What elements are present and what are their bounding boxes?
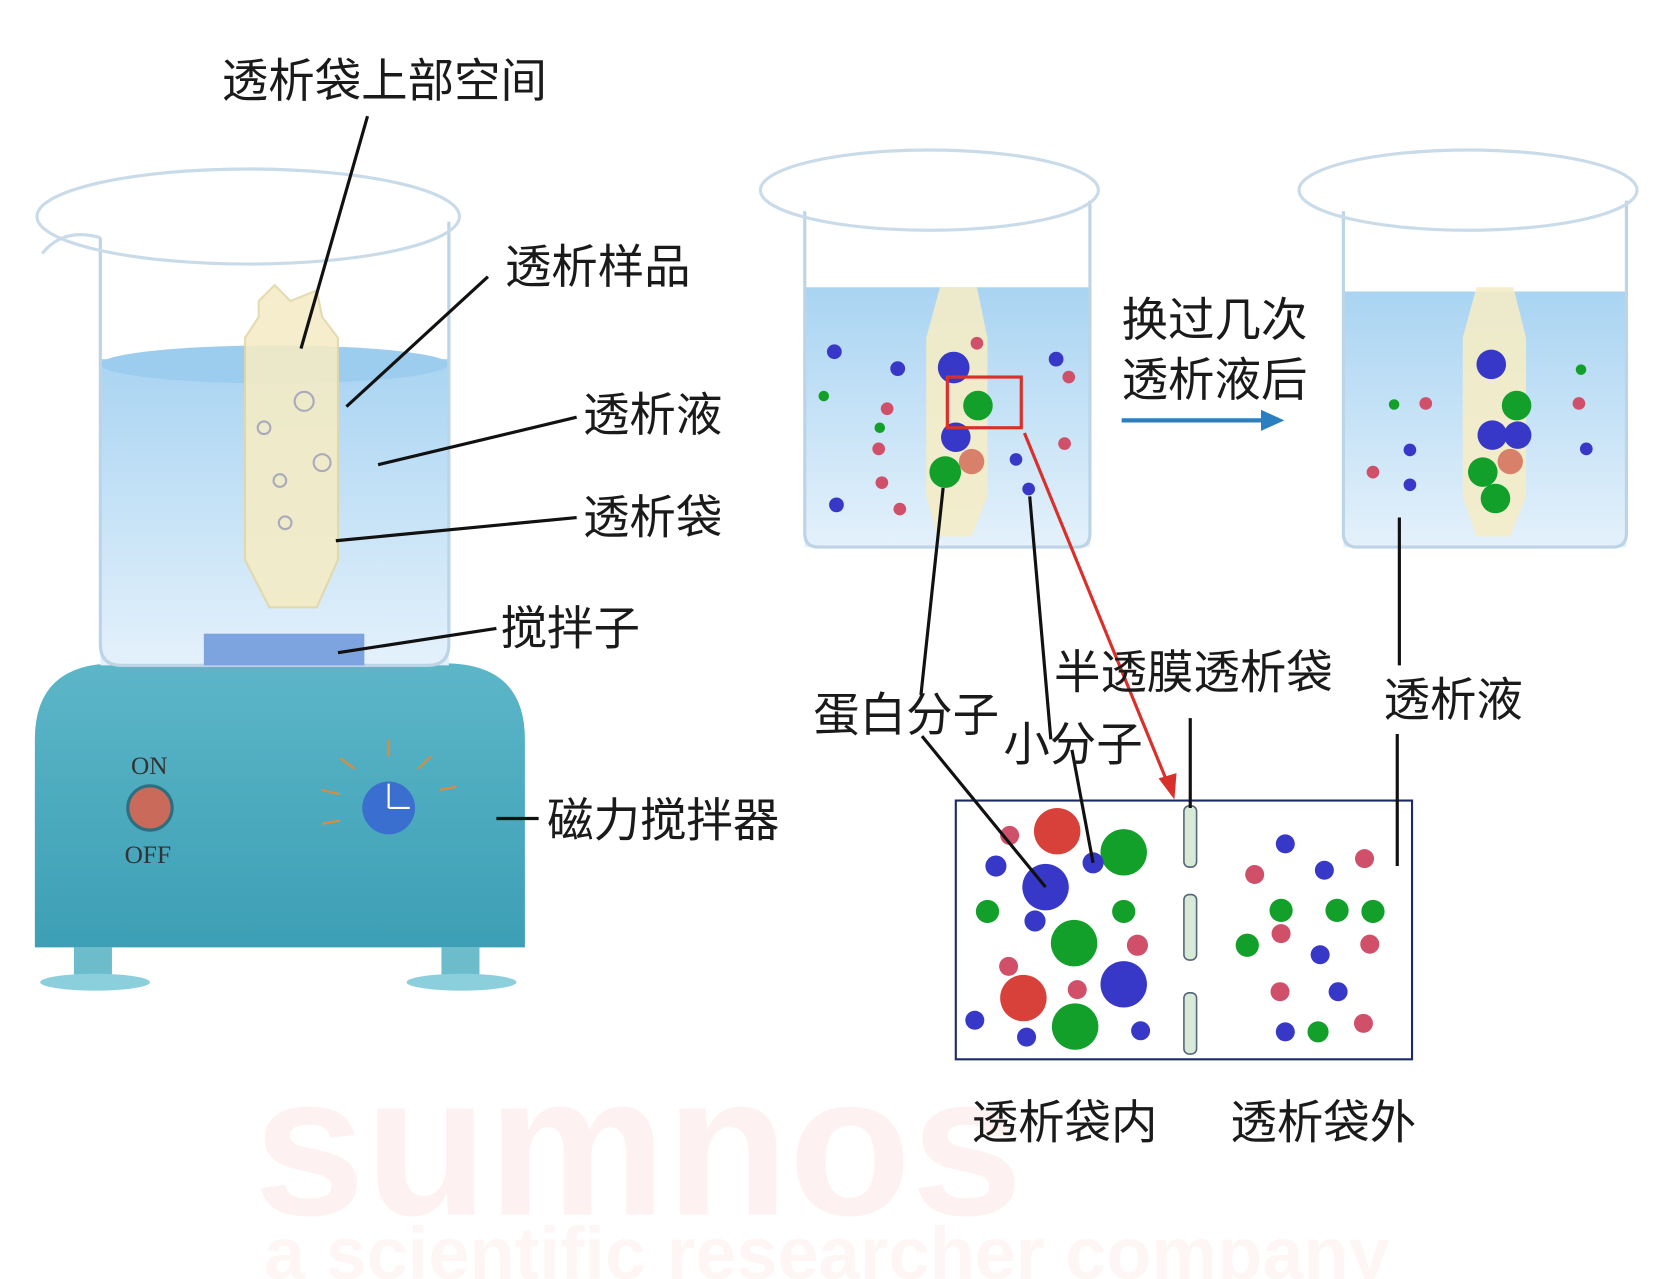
- watermark-brand: sumnos: [253, 1033, 1022, 1258]
- label-sample: 透析样品: [505, 240, 691, 294]
- speed-knob[interactable]: [321, 739, 457, 835]
- switch-off-label: OFF: [125, 841, 171, 869]
- label-dialysate-right: 透析液: [1384, 673, 1523, 727]
- label-stirrer: 磁力搅拌器: [547, 793, 779, 847]
- label-bag: 透析袋: [583, 490, 722, 544]
- left-beaker: [35, 167, 461, 667]
- zoom-highlight-box: [945, 375, 1023, 430]
- label-change-line2: 透析液后: [1122, 353, 1308, 407]
- membrane-detail: 透析袋内 透析袋外: [954, 799, 1416, 1150]
- power-switch[interactable]: ON OFF: [125, 752, 174, 869]
- magnetic-stirrer: ON OFF: [34, 663, 525, 991]
- right-labels: 半透膜透析袋 透析液 蛋白分子 小分子: [813, 432, 1523, 889]
- beaker-before: [758, 148, 1100, 549]
- label-bag-headspace: 透析袋上部空间: [222, 54, 547, 108]
- label-small-molecule: 小分子: [1003, 717, 1142, 771]
- label-change-line1: 换过几次: [1122, 293, 1308, 347]
- label-dialysate: 透析液: [583, 388, 722, 442]
- switch-on-label: ON: [131, 752, 168, 780]
- stir-bar: [203, 633, 365, 666]
- left-labels: 透析袋上部空间 透析样品 透析液 透析袋 搅拌子 磁力搅拌器: [222, 54, 780, 847]
- dialysis-bag: [243, 283, 340, 609]
- label-membrane-bag: 半透膜透析袋: [1054, 646, 1333, 700]
- watermark: sumnos a scientific researcher company: [253, 1033, 1389, 1279]
- process-arrow: 换过几次 透析液后: [1121, 293, 1308, 431]
- label-stir-bar: 搅拌子: [501, 601, 640, 655]
- beaker-after: [1297, 148, 1639, 549]
- label-protein: 蛋白分子: [813, 688, 999, 742]
- label-outside-bag: 透析袋外: [1230, 1096, 1416, 1150]
- label-inside-bag: 透析袋内: [972, 1096, 1158, 1150]
- arrow-right-icon: [1261, 409, 1285, 431]
- watermark-tagline: a scientific researcher company: [264, 1212, 1390, 1279]
